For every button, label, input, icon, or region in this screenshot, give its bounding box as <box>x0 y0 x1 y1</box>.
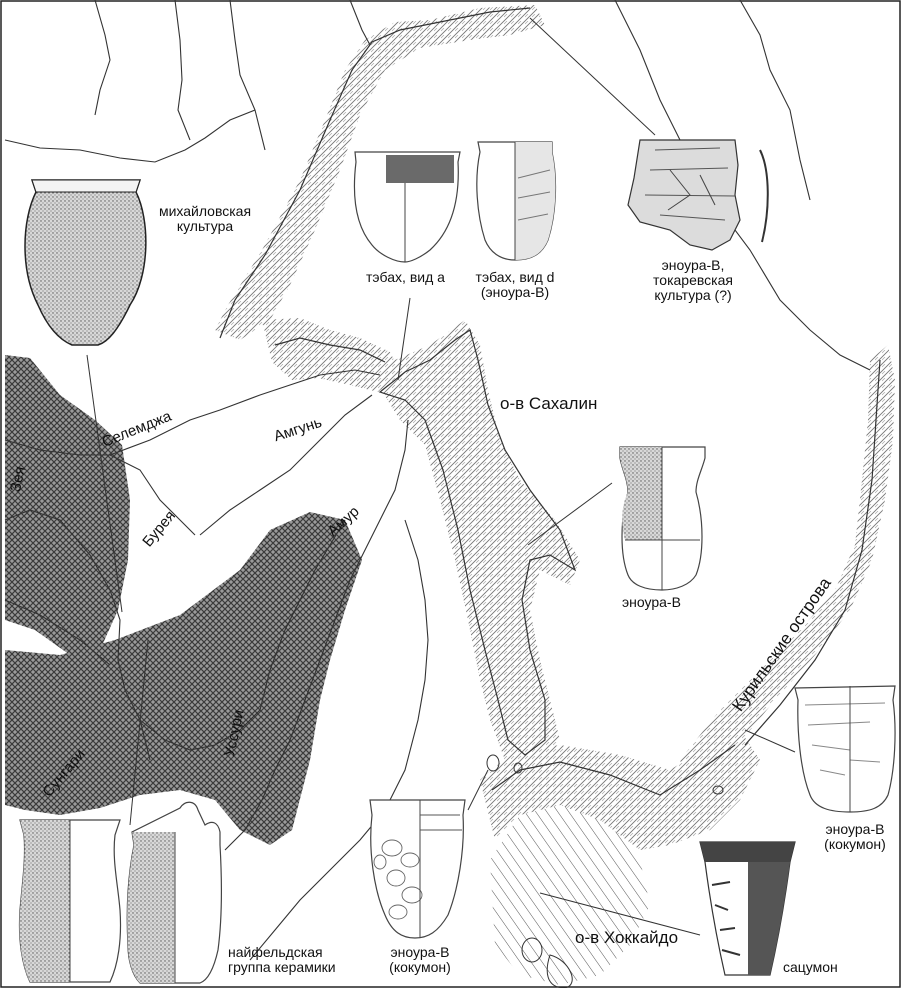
mikhailovskaya-label: михайловская культура <box>145 204 265 234</box>
mainland-coast-zone <box>215 5 545 340</box>
enoura-b-sakhalin-vessel-icon <box>619 446 706 591</box>
sakhalin-zone <box>380 320 580 765</box>
zeya-culture-zone <box>5 355 130 655</box>
enoura-kokumon-right-label-line1: эноура-В <box>825 821 885 837</box>
amur-ussuri-culture-zone <box>5 512 362 845</box>
enoura-kokumon-right-label: эноура-В (кокумон) <box>815 822 895 852</box>
enoura-kokumon-right-label-line2: (кокумон) <box>824 836 886 852</box>
leader-lines <box>86 17 796 936</box>
enoura-tokarevskaya-label-line1: эноура-В, <box>661 257 725 273</box>
enoura-tokarevskaya-label-line3: культура (?) <box>654 287 732 303</box>
sakhalin-label: о-в Сахалин <box>500 394 598 413</box>
enoura-kokumon-mid-vessel-icon <box>369 799 466 939</box>
coastlines <box>219 7 881 796</box>
mikhailovskaya-label-line1: михайловская <box>158 203 252 219</box>
enoura-kokumon-mid-label-line1: эноура-В <box>390 944 450 960</box>
satsumon-label: сацумон <box>783 959 838 975</box>
enoura-tokarevskaya-vessel-icon <box>627 139 769 251</box>
enoura-kokumon-mid-label: эноура-В (кокумон) <box>370 945 470 975</box>
enoura-kokumon-right-vessel-icon <box>794 685 896 813</box>
enoura-b-sakhalin-label: эноура-В <box>622 594 681 610</box>
tebakh-a-vessel-icon <box>353 151 461 263</box>
mikhailovskaya-label-line2: культура <box>176 218 234 234</box>
amgun-coast-zone <box>262 318 400 392</box>
naifeld-vessel-left-icon <box>18 819 122 983</box>
hokkaido-hatched-zone <box>490 800 650 985</box>
satsumon-vessel-icon <box>699 841 796 976</box>
tebakh-d-vessel-icon <box>476 141 557 261</box>
tebakh-d-label-line2: (эноура-В) <box>480 284 550 300</box>
enoura-tokarevskaya-label: эноура-В, токаревская культура (?) <box>638 258 748 303</box>
naifeld-label: найфельдская группа керамики <box>228 945 336 975</box>
naifeld-vessel-right-icon <box>126 801 222 984</box>
kurils-zone <box>680 345 895 790</box>
tebakh-d-label: тэбах, вид d (эноура-В) <box>465 270 565 300</box>
small-islands <box>486 754 724 988</box>
enoura-tokarevskaya-label-line2: токаревская <box>653 272 733 288</box>
naifeld-label-line1: найфельдская <box>228 944 323 960</box>
tebakh-d-label-line1: тэбах, вид d <box>475 269 555 285</box>
mikhailovskaya-vessel-icon <box>24 179 147 346</box>
hokkaido-label: о-в Хоккайдо <box>575 928 679 947</box>
tebakh-a-label: тэбах, вид а <box>366 269 445 285</box>
enoura-kokumon-mid-label-line2: (кокумон) <box>389 959 451 975</box>
naifeld-label-line2: группа керамики <box>228 959 336 975</box>
